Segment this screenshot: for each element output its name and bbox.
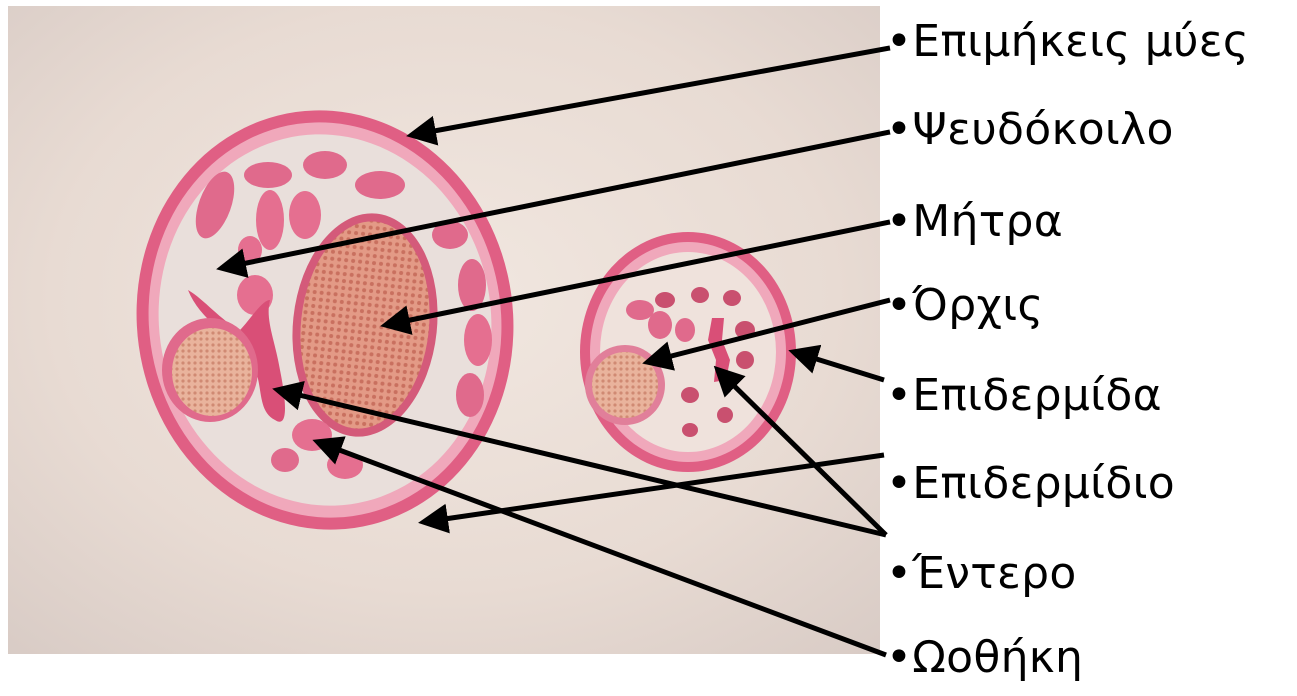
arrow-testis (642, 297, 891, 371)
label-testis: •Όρχις (886, 280, 1044, 331)
arrow-intestine-2 (272, 380, 887, 538)
label-longitudinal-muscles: •Επιμήκεις μύες (886, 16, 1249, 67)
arrows (216, 45, 891, 658)
arrow-pseudocoel (216, 129, 891, 278)
label-intestine: •Έντερο (886, 548, 1077, 599)
arrow-epidermis (788, 344, 885, 383)
arrow-uterus (380, 219, 891, 335)
arrow-ovary (312, 436, 887, 658)
arrow-longitudinal-muscles (406, 45, 891, 146)
label-ovary: •Ωοθήκη (886, 632, 1084, 683)
label-epidermis: •Επιδερμίδα (886, 370, 1162, 421)
label-cuticle: •Επιδερμίδιο (886, 458, 1175, 509)
label-uterus: •Μήτρα (886, 196, 1064, 247)
arrow-intestine-1 (713, 365, 888, 537)
label-pseudocoel: •Ψευδόκοιλο (886, 104, 1174, 155)
